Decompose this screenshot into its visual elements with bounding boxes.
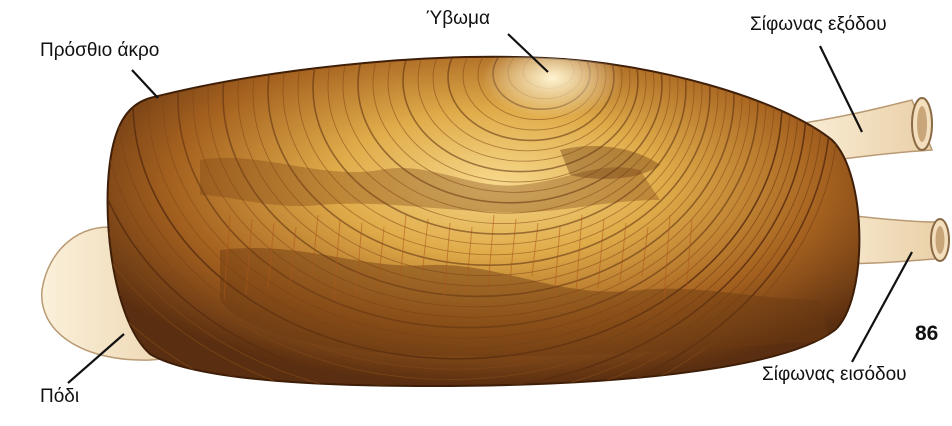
inhalant-siphon-leader <box>852 252 912 362</box>
foot-label: Πόδι <box>40 386 79 408</box>
umbo-highlight <box>482 38 622 118</box>
inhalant-siphon-label: Σίφωνας εισόδου <box>762 364 907 386</box>
umbo-label: Ύβωμα <box>426 8 490 30</box>
anterior-end-leader <box>132 70 158 98</box>
exhalant-siphon-label: Σίφωνας εξόδου <box>750 14 887 36</box>
page-number: 86 <box>915 322 938 346</box>
anterior-end-label: Πρόσθιο άκρο <box>40 40 159 62</box>
